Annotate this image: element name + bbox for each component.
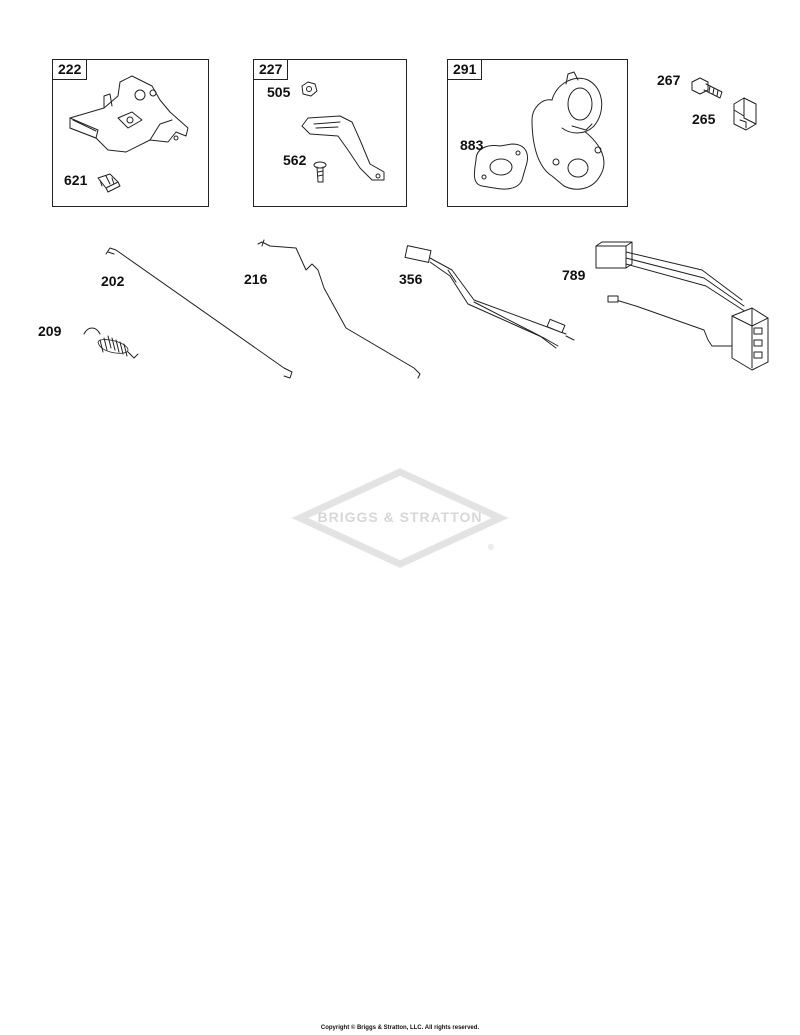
bolt-drawing — [691, 77, 723, 99]
copyright-footer: Copyright © Briggs & Stratton, LLC. All … — [320, 1025, 480, 1031]
watermark-registered-mark: ® — [488, 543, 494, 552]
callout-883: 883 — [460, 137, 484, 153]
callout-209: 209 — [38, 323, 62, 339]
box-label: 291 — [447, 59, 483, 80]
watermark-logo — [291, 468, 509, 568]
callout-265: 265 — [692, 111, 716, 127]
callout-789: 789 — [562, 267, 586, 283]
callout-505: 505 — [267, 84, 291, 100]
screw-drawing — [313, 161, 327, 183]
part-box-227: 227 — [253, 59, 407, 207]
clip-drawing — [97, 173, 121, 193]
gasket-drawing — [473, 143, 528, 190]
callout-621: 621 — [64, 172, 88, 188]
bracket-drawing — [301, 115, 385, 181]
watermark-text: BRIGGS & STRATTON — [317, 509, 483, 525]
muffler-drawing — [531, 71, 605, 190]
callout-216: 216 — [244, 271, 268, 287]
callout-202: 202 — [101, 273, 125, 289]
box-label: 227 — [253, 59, 289, 80]
control-bracket-drawing — [69, 75, 189, 153]
block-drawing — [733, 97, 757, 131]
spring-drawing — [83, 327, 139, 359]
governor-rod-drawing — [105, 247, 293, 379]
wire-harness-drawing — [595, 241, 769, 371]
ground-wire-drawing — [404, 245, 575, 349]
choke-link-drawing — [257, 239, 421, 379]
callout-356: 356 — [399, 271, 423, 287]
callout-562: 562 — [283, 152, 307, 168]
callout-267: 267 — [657, 72, 681, 88]
box-label: 222 — [52, 59, 88, 80]
nut-drawing — [301, 81, 318, 97]
